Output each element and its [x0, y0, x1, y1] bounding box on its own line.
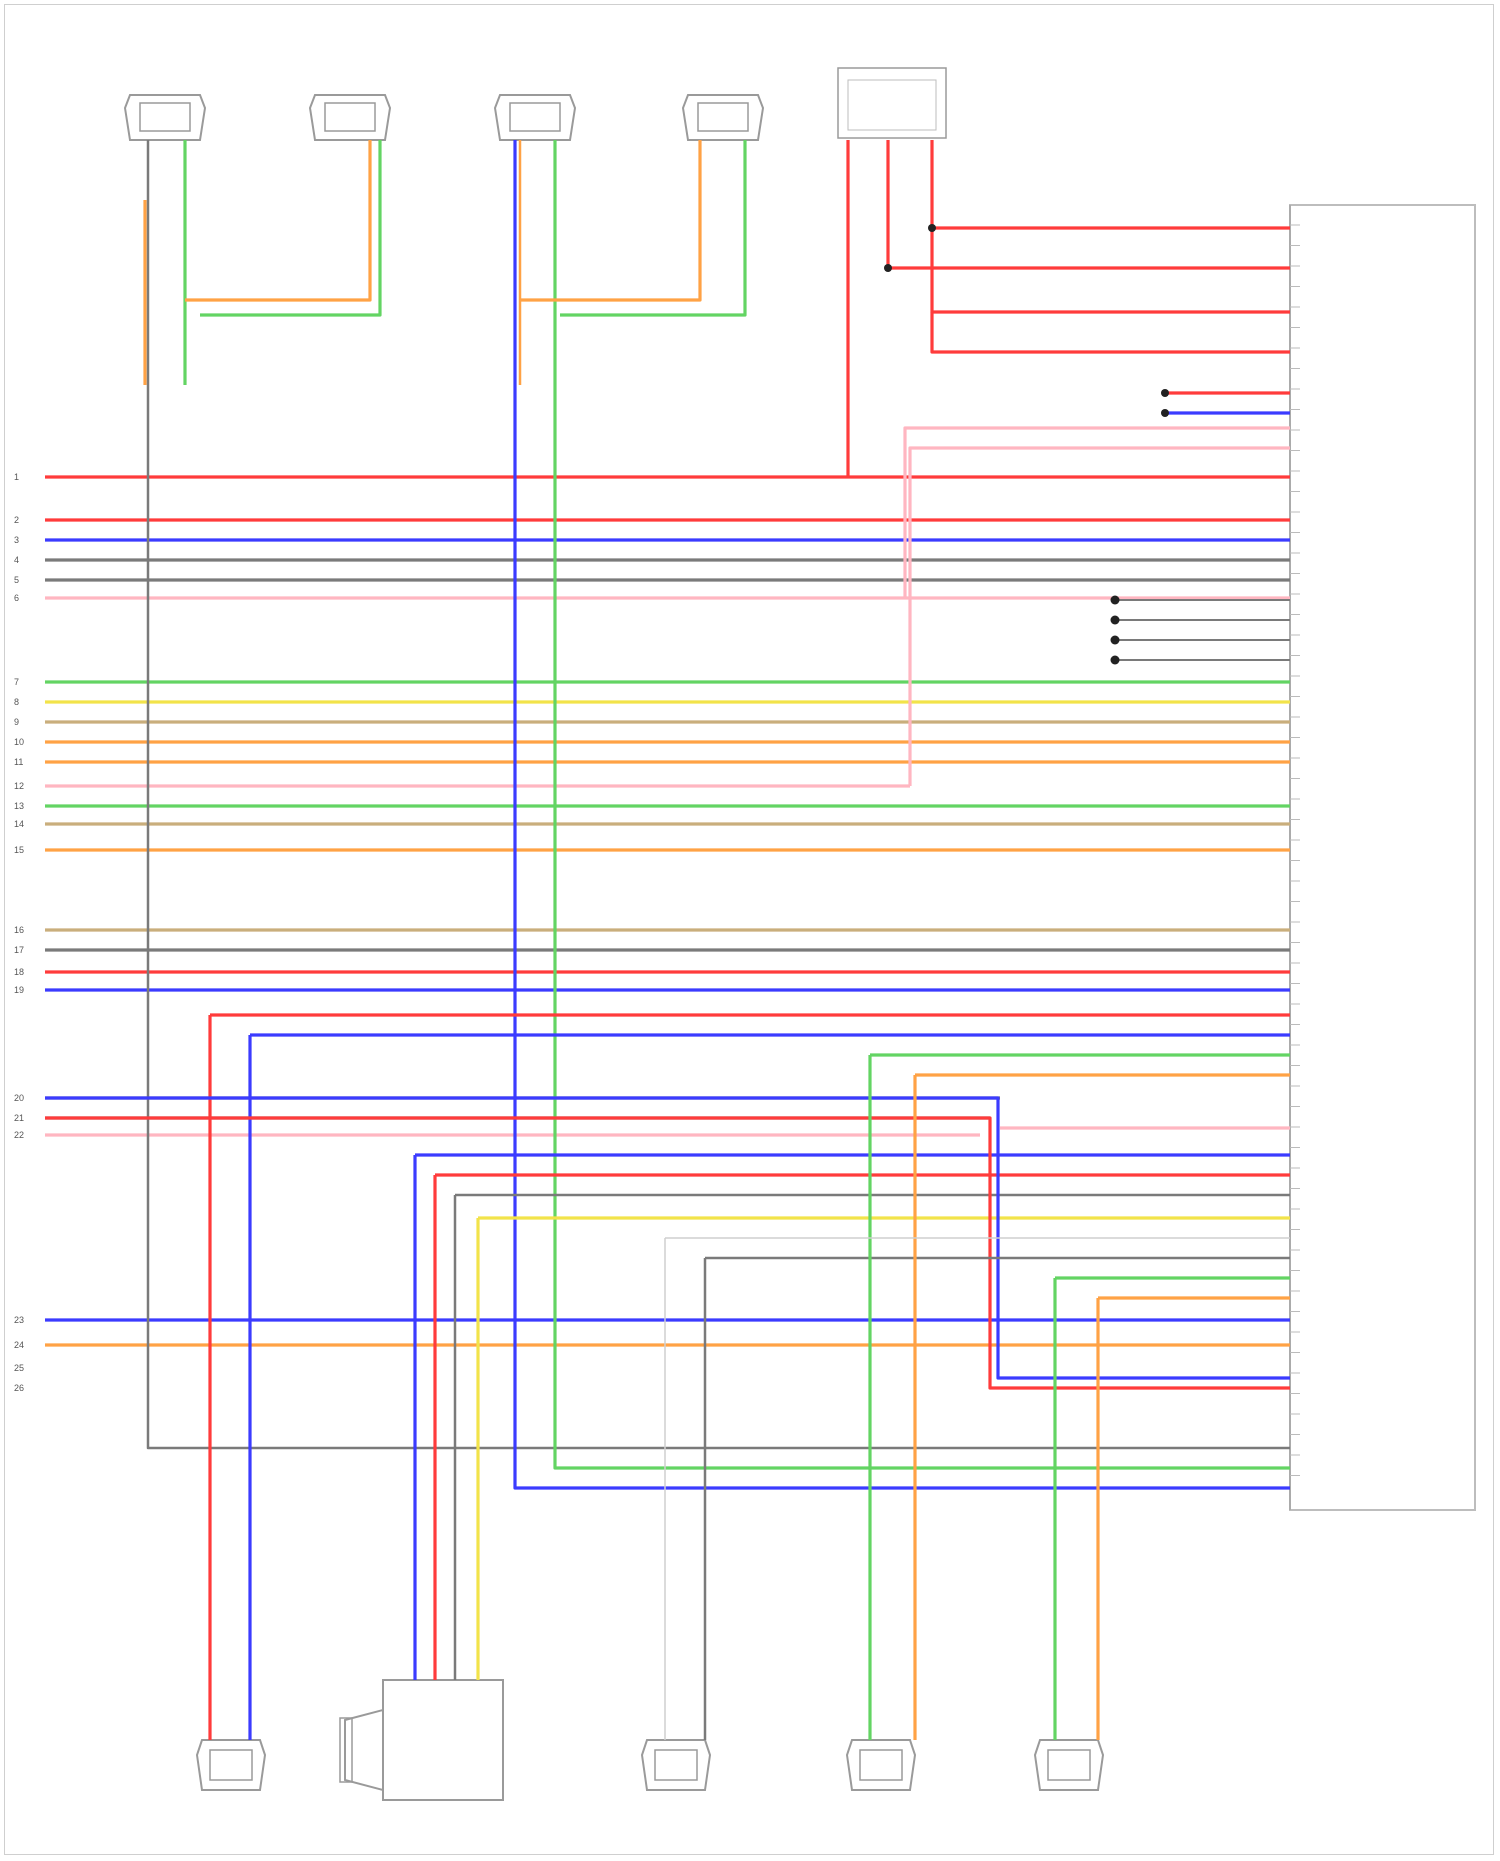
left-surround-speaker — [197, 1740, 265, 1790]
wire-41 — [200, 140, 380, 315]
left-subwoofer — [642, 1740, 710, 1790]
amplifier-pins — [1290, 225, 1300, 1476]
row-number: 11 — [14, 757, 23, 767]
row-number: 9 — [14, 717, 19, 727]
row-number: 24 — [14, 1340, 24, 1350]
speaker-connector-icon — [683, 95, 763, 140]
wire-26 — [932, 228, 1290, 312]
row-number: 12 — [14, 781, 24, 791]
row-number: 21 — [14, 1113, 24, 1123]
speaker-connector-icon — [310, 95, 390, 140]
wire-59 — [45, 1118, 1290, 1388]
row-number: 13 — [14, 801, 24, 811]
row-number: 16 — [14, 925, 24, 935]
row-number: 1 — [14, 472, 19, 482]
wire-44 — [520, 140, 700, 300]
row-number: 5 — [14, 575, 19, 585]
wire-42 — [515, 140, 1290, 1488]
splice-dot — [1161, 389, 1169, 397]
row-number: 8 — [14, 697, 19, 707]
wire-25 — [888, 140, 1290, 268]
row-number: 10 — [14, 737, 24, 747]
left-row-numbers: 1234567891011121314151617181920212223242… — [14, 472, 24, 1393]
speaker-connector-icon — [847, 1740, 915, 1790]
center-speaker-icon — [383, 1680, 503, 1800]
row-number: 3 — [14, 535, 19, 545]
wire-45 — [560, 140, 745, 315]
wire-layer — [45, 140, 1290, 1740]
left-rear-connector — [838, 68, 946, 138]
wire-27 — [932, 312, 1290, 352]
splice-dot — [928, 224, 936, 232]
row-number: 15 — [14, 845, 24, 855]
splice-dot — [1111, 596, 1120, 605]
left-rear-door-speaker — [125, 95, 205, 140]
left-rear-door-tweeter — [310, 95, 390, 140]
wire-37 — [148, 140, 1290, 1448]
right-surround-speaker — [847, 1740, 915, 1790]
splice-dot — [1111, 636, 1120, 645]
amplifier-block — [1290, 205, 1475, 1510]
splice-dot — [1111, 656, 1120, 665]
row-number: 26 — [14, 1383, 24, 1393]
row-number: 7 — [14, 677, 19, 687]
splice-dot — [884, 264, 892, 272]
wire-29 — [905, 428, 1290, 598]
row-number: 4 — [14, 555, 19, 565]
connector-block-icon — [838, 68, 946, 138]
right-subwoofer — [1035, 1740, 1103, 1790]
amplifier-outline — [1290, 205, 1475, 1510]
row-number: 17 — [14, 945, 24, 955]
speaker-connector-icon — [642, 1740, 710, 1790]
row-number: 2 — [14, 515, 19, 525]
row-number: 20 — [14, 1093, 24, 1103]
row-number: 23 — [14, 1315, 24, 1325]
speaker-connector-icon — [125, 95, 205, 140]
splice-dot — [1111, 616, 1120, 625]
row-number: 18 — [14, 967, 24, 977]
splice-dot — [1161, 409, 1169, 417]
row-number: 19 — [14, 985, 24, 995]
center-speaker — [340, 1680, 503, 1800]
speaker-connector-icon — [495, 95, 575, 140]
wire-40 — [185, 140, 370, 300]
wire-24 — [932, 140, 1290, 228]
row-number: 25 — [14, 1363, 24, 1373]
speaker-connector-icon — [197, 1740, 265, 1790]
right-rear-door-speaker — [495, 95, 575, 140]
row-number: 6 — [14, 593, 19, 603]
wire-30 — [910, 448, 1290, 786]
row-number: 14 — [14, 819, 24, 829]
row-number: 22 — [14, 1130, 24, 1140]
right-rear-door-speaker-2 — [683, 95, 763, 140]
speaker-connector-icon — [1035, 1740, 1103, 1790]
